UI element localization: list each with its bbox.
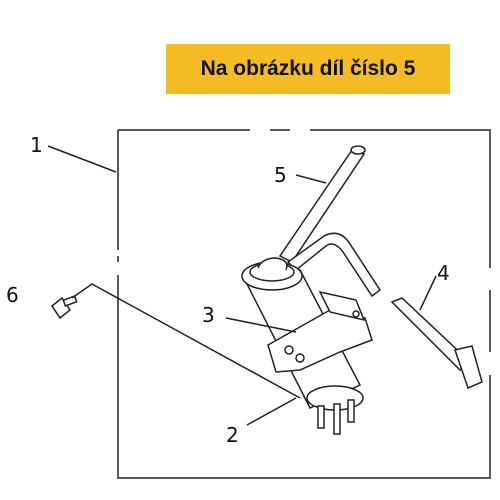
banner-text: Na obrázku díl číslo 5 [200,57,416,80]
highlight-banner: Na obrázku díl číslo 5 [166,44,450,94]
part-5-tube [278,145,382,298]
callout-4: 4 [437,261,450,285]
leader-lines [47,145,437,426]
callout-6: 6 [6,283,19,307]
callout-3: 3 [202,303,215,327]
callout-5: 5 [274,163,287,187]
callout-1: 1 [30,133,43,157]
assembly-frame [117,129,491,479]
part-3-bracket [267,290,373,373]
callout-2: 2 [226,423,239,447]
part-6-bolt [50,295,78,320]
part-4-hose [390,297,483,390]
